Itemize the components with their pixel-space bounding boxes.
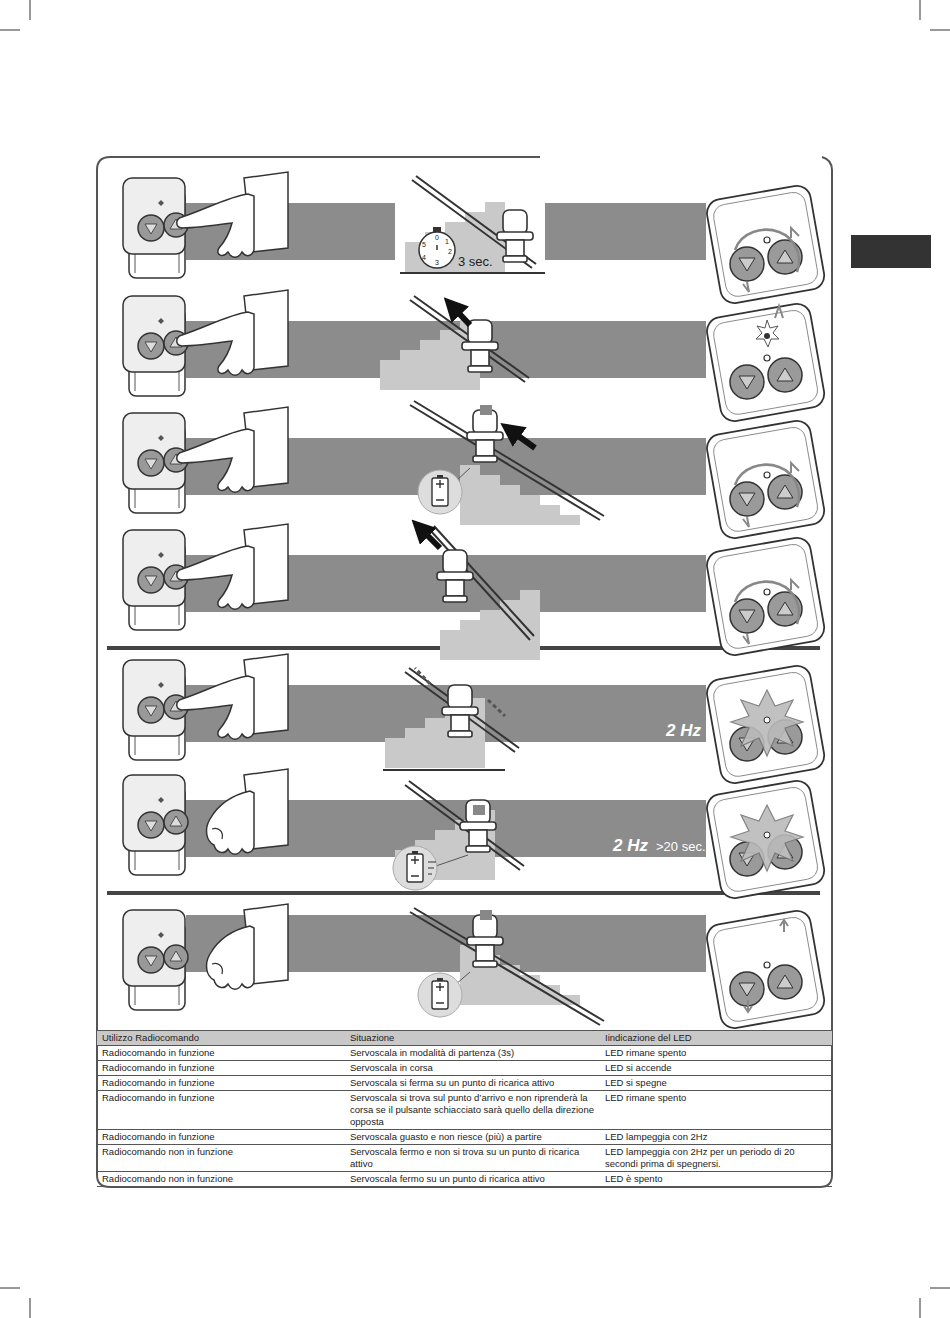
table-cell: Radiocomando in funzione xyxy=(97,1076,345,1091)
clock-digit: 0 xyxy=(435,234,439,241)
table-cell: Servoscala in modalità di partenza (3s) xyxy=(345,1046,600,1061)
table-cell: LED rimane spento xyxy=(600,1046,832,1061)
led-table: Utilizzo RadiocomandoSituazioneIindicazi… xyxy=(97,1030,832,1187)
table-cell: LED è spento xyxy=(600,1172,832,1187)
frequency-text: 2 Hz xyxy=(613,837,648,854)
clock-digit: 3 xyxy=(435,259,439,266)
table-cell: Radiocomando in funzione xyxy=(97,1061,345,1076)
frequency-text: 2 Hz xyxy=(666,722,701,739)
table-cell: LED rimane spento xyxy=(600,1091,832,1130)
table-cell: Radiocomando in funzione xyxy=(97,1046,345,1061)
table-cell: Radiocomando non in funzione xyxy=(97,1145,345,1172)
table-cell: Servoscala si trova sul punto d’arrivo e… xyxy=(345,1091,600,1130)
table-header: Situazione xyxy=(345,1030,600,1046)
table-cell: Servoscala guasto e non riesce (più) a p… xyxy=(345,1130,600,1145)
table-cell: Radiocomando in funzione xyxy=(97,1130,345,1145)
table-cell: Servoscala si ferma su un punto di ricar… xyxy=(345,1076,600,1091)
clock-digit: 2 xyxy=(448,248,452,255)
duration-text: >20 sec. xyxy=(656,840,706,853)
table-cell: LED lampeggia con 2Hz xyxy=(600,1130,832,1145)
table-cell: Radiocomando in funzione xyxy=(97,1091,345,1130)
duration-text: 3 sec. xyxy=(458,255,493,268)
table-cell: Radiocomando non in funzione xyxy=(97,1172,345,1187)
clock-digit: 1 xyxy=(445,238,449,245)
table-cell: LED lampeggia con 2Hz per un periodo di … xyxy=(600,1145,832,1172)
table-cell: Servoscala in corsa xyxy=(345,1061,600,1076)
table-cell: LED si accende xyxy=(600,1061,832,1076)
clock-digit: 4 xyxy=(422,254,426,261)
table-cell: Servoscala fermo e non si trova su un pu… xyxy=(345,1145,600,1172)
table-header: Iindicazione del LED xyxy=(600,1030,832,1046)
table-cell: LED si spegne xyxy=(600,1076,832,1091)
table-header: Utilizzo Radiocomando xyxy=(97,1030,345,1046)
clock-digit: 5 xyxy=(422,241,426,248)
table-cell: Servoscala fermo su un punto di ricarica… xyxy=(345,1172,600,1187)
